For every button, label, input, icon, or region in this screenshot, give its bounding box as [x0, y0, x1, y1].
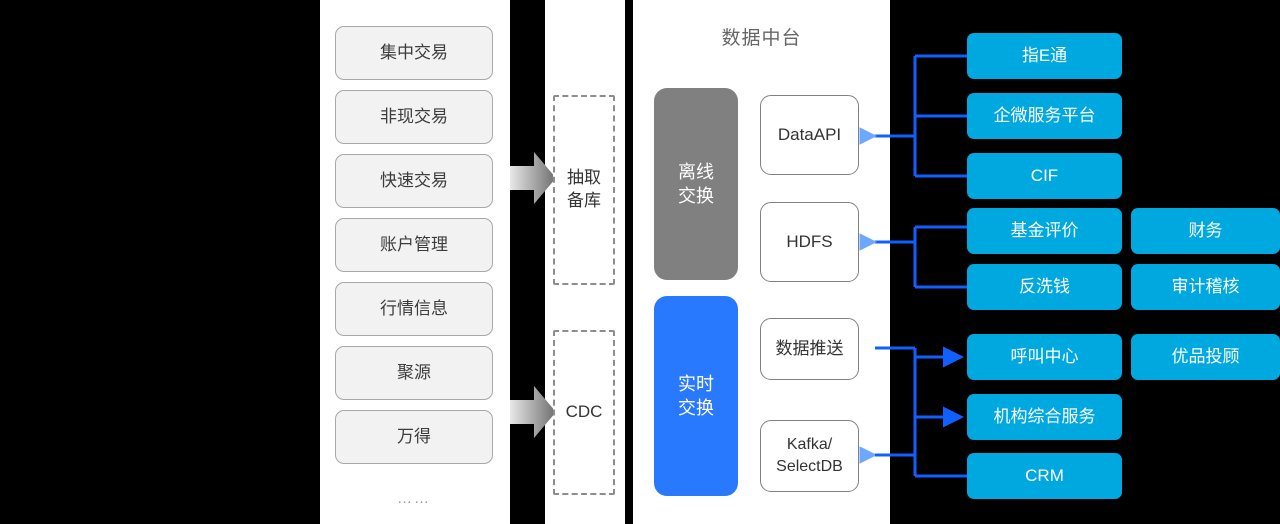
sync-box-cdc[interactable]: CDC	[553, 330, 615, 495]
app-label: 基金评价	[1010, 220, 1079, 240]
source-list-ellipsis: ……	[397, 489, 431, 507]
source-box-market-info[interactable]: 行情信息	[335, 282, 493, 336]
app-label: 反洗钱	[1019, 276, 1070, 296]
page-title: 数据中台	[721, 27, 802, 49]
source-box-centralized-trading[interactable]: 集中交易	[335, 26, 493, 80]
component-box-dataapi[interactable]: DataAPI	[760, 95, 859, 175]
source-label: 万得	[397, 426, 431, 446]
app-label: CRM	[1025, 465, 1064, 485]
app-label: 审计稽核	[1171, 276, 1240, 296]
source-box-juyuan[interactable]: 聚源	[335, 346, 493, 400]
source-label: 集中交易	[380, 42, 448, 62]
sync-label: CDC	[565, 402, 603, 422]
component-box-kafka-selectdb[interactable]: Kafka/ SelectDB	[760, 420, 859, 492]
app-box-finance[interactable]: 财务	[1131, 208, 1280, 254]
app-label: 优品投顾	[1171, 346, 1240, 366]
app-label: 呼叫中心	[1010, 346, 1079, 366]
sync-label: 抽取 备库	[567, 168, 601, 210]
app-label: 机构综合服务	[993, 406, 1096, 426]
app-box-zhietong[interactable]: 指E通	[967, 33, 1122, 79]
app-box-qiwei-service[interactable]: 企微服务平台	[967, 93, 1122, 139]
component-box-hdfs[interactable]: HDFS	[760, 202, 859, 282]
source-box-noncash-trading[interactable]: 非现交易	[335, 90, 493, 144]
pillar-label: 离线 交换	[678, 161, 714, 206]
source-label: 非现交易	[380, 106, 448, 126]
pillar-label: 实时 交换	[678, 373, 714, 418]
component-label: HDFS	[786, 231, 833, 251]
source-label: 聚源	[397, 362, 431, 382]
app-box-call-center[interactable]: 呼叫中心	[967, 334, 1122, 380]
app-label: 企微服务平台	[993, 105, 1096, 125]
app-box-anti-money-laundering[interactable]: 反洗钱	[967, 264, 1122, 310]
app-label: 指E通	[1021, 45, 1068, 65]
component-box-data-push[interactable]: 数据推送	[760, 318, 859, 380]
component-label: 数据推送	[775, 338, 844, 358]
component-label: Kafka/ SelectDB	[776, 436, 843, 475]
pillar-realtime-exchange[interactable]: 实时 交换	[654, 296, 738, 496]
app-box-fund-evaluation[interactable]: 基金评价	[967, 208, 1122, 254]
source-label: 快速交易	[380, 170, 448, 190]
app-label: 财务	[1188, 220, 1223, 240]
source-box-wind[interactable]: 万得	[335, 410, 493, 464]
app-box-crm[interactable]: CRM	[967, 453, 1122, 499]
app-box-cif[interactable]: CIF	[967, 153, 1122, 199]
gray-arrow-to-cdc-icon	[510, 386, 556, 438]
app-box-premium-advisory[interactable]: 优品投顾	[1131, 334, 1280, 380]
source-box-account-management[interactable]: 账户管理	[335, 218, 493, 272]
sync-box-extract-standby-db[interactable]: 抽取 备库	[553, 95, 615, 285]
source-box-fast-trading[interactable]: 快速交易	[335, 154, 493, 208]
source-label: 行情信息	[380, 298, 448, 318]
component-label: DataAPI	[777, 124, 842, 144]
app-box-institution-service[interactable]: 机构综合服务	[967, 394, 1122, 440]
app-box-audit[interactable]: 审计稽核	[1131, 264, 1280, 310]
app-label: CIF	[1030, 165, 1059, 185]
source-label: 账户管理	[380, 234, 448, 254]
pillar-offline-exchange[interactable]: 离线 交换	[654, 88, 738, 280]
gray-arrow-to-extract-icon	[510, 152, 556, 204]
